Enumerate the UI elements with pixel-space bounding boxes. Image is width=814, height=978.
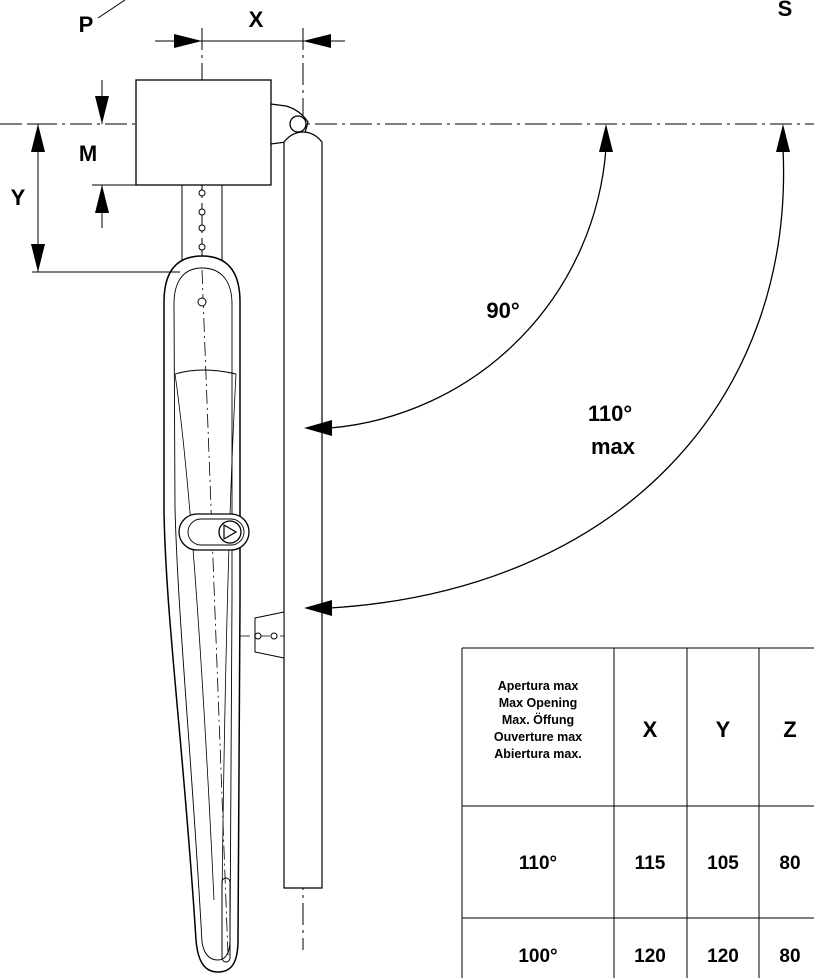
table-header-line-4: Ouverture max xyxy=(494,730,582,744)
label-m: M xyxy=(79,141,97,166)
arc-110 xyxy=(329,147,785,609)
dim-x-arrow-right xyxy=(303,34,331,48)
operator-slot xyxy=(221,877,231,963)
operator-body-inner xyxy=(173,267,233,961)
pivot-pin xyxy=(289,115,307,133)
dim-m-arrow-bottom xyxy=(95,185,109,213)
bottom-mount-hole-1 xyxy=(254,632,262,640)
table-col-z-header: Z xyxy=(783,717,796,742)
table-header-line-3: Max. Öffung xyxy=(502,712,574,727)
arc-110-arrow-left xyxy=(304,600,332,616)
release-lock-triangle-icon xyxy=(223,523,238,541)
table-row1-x: 115 xyxy=(635,853,666,874)
arc-110-arrow-top xyxy=(776,124,790,152)
bottom-mount-bracket xyxy=(254,611,285,659)
release-lock-inner xyxy=(187,518,245,546)
operator-top-hole xyxy=(197,297,207,307)
bottom-mount-hole-2 xyxy=(270,632,278,640)
table-header-line-1: Apertura max xyxy=(498,679,579,693)
table-row1-y: 105 xyxy=(707,853,739,874)
table-row2-z: 80 xyxy=(779,946,800,967)
table-row1-z: 80 xyxy=(779,853,800,874)
table-row2-y: 120 xyxy=(707,946,739,967)
dim-m-arrow-top xyxy=(95,96,109,124)
dim-y-arrow-bottom xyxy=(31,244,45,272)
label-p: P xyxy=(79,12,94,37)
table-header-line-2: Max Opening xyxy=(499,696,577,710)
operator-body-outer xyxy=(163,255,241,973)
label-y: Y xyxy=(11,185,26,210)
table-row2-opening: 100° xyxy=(518,946,557,967)
table-col-x-header: X xyxy=(643,717,658,742)
label-angle-90: 90° xyxy=(486,298,519,323)
operator-cover-curve xyxy=(174,369,237,375)
arm-hole-4 xyxy=(198,243,206,251)
dim-x-arrow-left xyxy=(174,34,202,48)
operator-cover-taper-right xyxy=(221,373,237,901)
leader-p xyxy=(97,0,126,19)
opening-table: Apertura max Max Opening Max. Öffung Ouv… xyxy=(461,647,814,978)
table-header-line-5: Abiertura max. xyxy=(494,747,582,761)
arc-90 xyxy=(329,147,607,429)
table-col-y-header: Y xyxy=(716,717,731,742)
arm-hole-1 xyxy=(198,189,206,197)
arc-90-arrow-top xyxy=(599,124,613,152)
label-s: S xyxy=(778,0,793,21)
dim-y-arrow-top xyxy=(31,124,45,152)
release-lock-key-icon xyxy=(218,520,242,544)
table-row2-x: 120 xyxy=(634,946,666,967)
gate-leaf xyxy=(283,131,323,889)
label-angle-110: 110° xyxy=(588,401,632,426)
operator-axis-line xyxy=(201,269,229,956)
arc-90-arrow-left xyxy=(304,420,332,436)
motor-housing xyxy=(135,79,272,186)
operator-cover-taper-left xyxy=(174,373,215,901)
label-x: X xyxy=(249,7,264,32)
arm-hole-3 xyxy=(198,224,206,232)
label-angle-110-max: max xyxy=(591,434,636,459)
arm-hole-2 xyxy=(198,208,206,216)
table-row1-opening: 110° xyxy=(519,853,557,874)
